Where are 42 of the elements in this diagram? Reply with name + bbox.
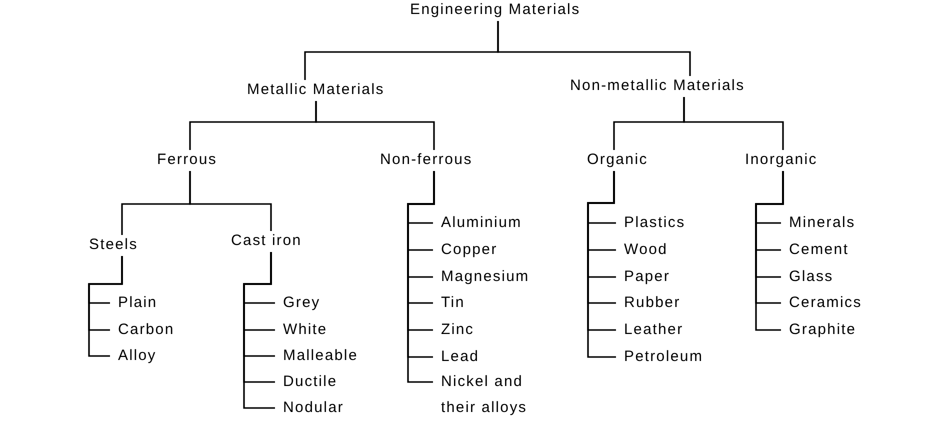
item-label: White (283, 321, 328, 339)
item-label: Minerals (789, 214, 856, 232)
item-label: Nickel and their alloys (441, 369, 537, 421)
item-label: Alloy (118, 347, 157, 365)
item-label: Ductile (283, 373, 338, 391)
item-label: Carbon (118, 321, 174, 339)
item-label: Leather (624, 321, 684, 339)
connector-line (755, 171, 784, 331)
item-label: Cement (789, 241, 849, 259)
category-label: Organic (587, 151, 648, 169)
item-label: Lead (441, 348, 480, 366)
connector-line (189, 171, 272, 231)
item-label: Grey (283, 294, 320, 312)
item-label: Ceramics (789, 294, 862, 312)
item-label: Malleable (283, 347, 358, 365)
category-label: Inorganic (745, 151, 818, 169)
item-label: Copper (441, 241, 498, 259)
item-label: Zinc (441, 321, 474, 339)
item-label: Plain (118, 294, 158, 312)
category-label: Steels (89, 236, 138, 254)
item-label: Graphite (789, 321, 856, 339)
category-label: Non-metallic Materials (570, 77, 745, 95)
connector-line (497, 21, 691, 76)
item-label: Tin (441, 294, 465, 312)
category-label: Non-ferrous (380, 151, 472, 169)
item-label: Plastics (624, 214, 686, 232)
item-label: Magnesium (441, 268, 530, 286)
category-label: Metallic Materials (247, 81, 384, 99)
category-label: Cast iron (231, 232, 302, 250)
item-label: Rubber (624, 294, 680, 312)
connector-line (683, 97, 784, 150)
item-label: Wood (624, 241, 668, 259)
connector-line (315, 101, 435, 150)
connector-line (243, 252, 275, 409)
item-label: Petroleum (624, 348, 704, 366)
category-label: Engineering Materials (410, 1, 580, 19)
category-label: Ferrous (157, 151, 218, 169)
item-label: Aluminium (441, 214, 522, 232)
connector-line (88, 256, 123, 357)
item-label: Glass (789, 268, 834, 286)
item-label: Paper (624, 268, 670, 286)
item-label: Nodular (283, 399, 344, 417)
